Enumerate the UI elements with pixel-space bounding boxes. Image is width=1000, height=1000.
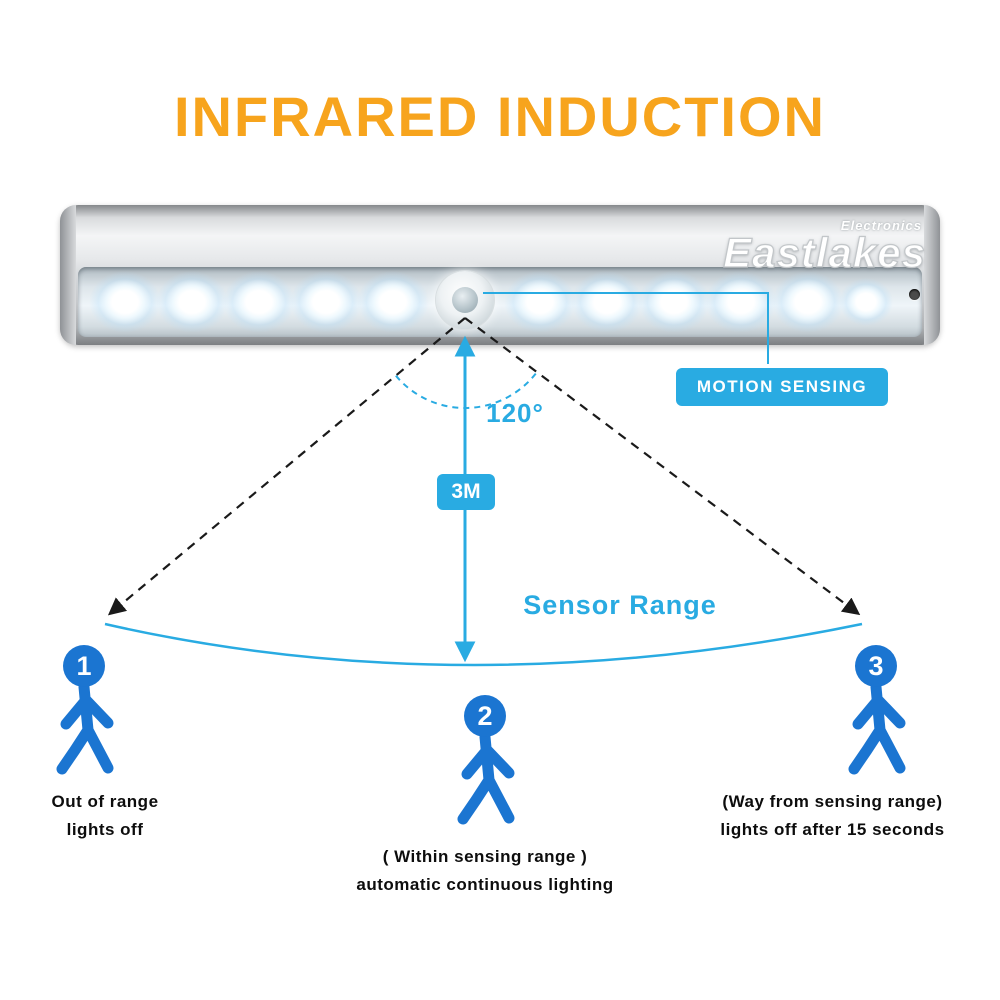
sensor-range-label: Sensor Range: [523, 590, 717, 620]
pir-motion-sensor: [436, 271, 494, 329]
distance-badge: 3M: [437, 474, 495, 510]
mounting-hole: [909, 289, 920, 300]
person-2: 2: [457, 695, 515, 825]
caption-3-line1: (Way from sensing range): [722, 792, 943, 811]
brand-logo: Electronics Eastlakes: [723, 219, 926, 274]
person-3-body: [848, 681, 906, 775]
cone-line-right: [464, 317, 861, 616]
brand-sub-label: Electronics: [840, 218, 922, 233]
person-3-head: [855, 645, 897, 687]
cone-line-left: [107, 317, 466, 616]
angle-label: 120°: [486, 398, 544, 428]
caption-3: (Way from sensing range) lights off afte…: [655, 788, 1000, 844]
motion-sensing-connector: [483, 292, 769, 364]
person-1-head: [63, 645, 105, 687]
person-2-number: 2: [477, 701, 492, 731]
person-3: 3: [848, 645, 906, 775]
caption-2-line2: automatic continuous lighting: [356, 875, 614, 895]
caption-2-line1: ( Within sensing range ): [382, 847, 588, 866]
person-1-number: 1: [76, 651, 91, 681]
sensor-dome: [452, 287, 478, 313]
caption-3-line2: lights off after 15 seconds: [720, 820, 945, 840]
person-1-body: [56, 681, 114, 775]
caption-1: Out of range lights off: [5, 788, 205, 844]
caption-1-line1: Out of range: [51, 792, 159, 811]
person-2-head: [464, 695, 506, 737]
sensor-range-arc: [104, 622, 863, 667]
caption-1-line2: lights off: [66, 820, 144, 840]
brand-name-label: Eastlakes: [723, 229, 926, 276]
person-2-body: [457, 731, 515, 825]
page-title: INFRARED INDUCTION: [174, 85, 826, 148]
bar-endcap-right: [924, 205, 940, 345]
motion-sensing-badge: MOTION SENSING: [676, 368, 888, 406]
bar-endcap-left: [60, 205, 76, 345]
caption-2: ( Within sensing range ) automatic conti…: [260, 843, 710, 899]
person-1: 1: [56, 645, 114, 775]
person-3-number: 3: [868, 651, 883, 681]
